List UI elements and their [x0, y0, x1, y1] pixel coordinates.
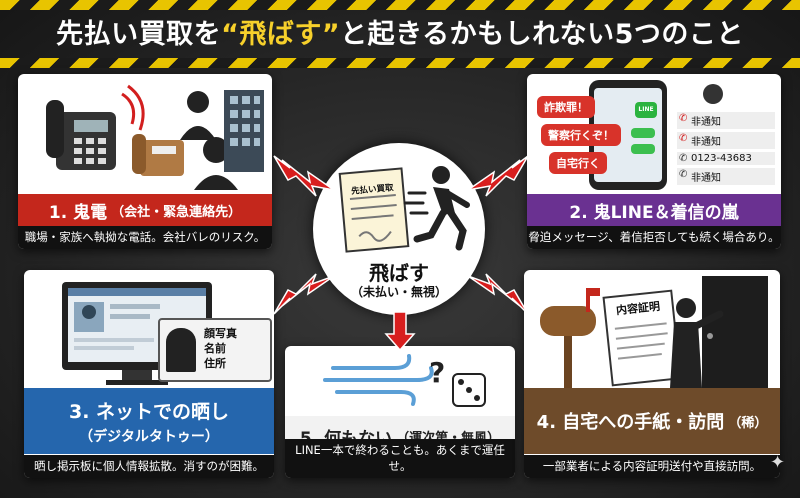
- center-sub-label: （未払い・無視）: [350, 285, 447, 299]
- card-nanimonai: ? 5. 何もない（運次第・無風） LINE一本で終わることも。あくまで運任せ。: [285, 346, 515, 478]
- card-2-illustration: LINE 詐欺罪！ 警察行くぞ！ 自宅行く ✆非通知 ✆非通知 ✆0123-43…: [527, 74, 781, 194]
- call-entry: ✆0123-43683: [677, 152, 775, 165]
- visitor-person-icon: [670, 298, 724, 388]
- profile-field: 名前: [204, 342, 226, 355]
- message-bubble-1: 詐欺罪！: [537, 96, 595, 118]
- angry-person-icon: [180, 91, 216, 140]
- card-2-description: 脅迫メッセージ、着信拒否しても続く場合あり。: [527, 226, 781, 249]
- wind-icon: [323, 354, 434, 406]
- card-4-description: 一部業者による内容証明送付や直接訪問。: [524, 455, 780, 478]
- office-building-icon: [224, 90, 264, 172]
- arrow-to-card-5-icon: [384, 312, 416, 350]
- arrow-to-card-1-icon: [273, 155, 335, 197]
- arrow-to-card-4-icon: [467, 273, 529, 315]
- person-silhouette-icon: [166, 328, 196, 372]
- card-3-illustration: 顔写真 名前 住所: [24, 270, 274, 388]
- caller-avatar-icon: [703, 84, 723, 104]
- profile-field: 住所: [204, 357, 226, 370]
- page-title: 先払い買取を“飛ばす”と起きるかもしれない5つのこと: [56, 19, 744, 50]
- door-icon: [702, 276, 768, 388]
- card-1-heading: 1. 鬼電（会社・緊急連絡先）: [18, 194, 272, 226]
- card-onidenwa: 1. 鬼電（会社・緊急連絡先） 職場・家族へ執拗な電話。会社バレのリスク。: [18, 74, 272, 249]
- card-3-heading: 3. ネットでの晒し（デジタルタトゥー）: [24, 388, 274, 454]
- call-entry: ✆非通知: [677, 112, 775, 129]
- card-3-description: 晒し掲示板に個人情報拡散。消すのが困難。: [24, 455, 274, 478]
- arrow-to-card-3-icon: [273, 273, 335, 315]
- mailbox-icon: [540, 288, 600, 388]
- card-1-description: 職場・家族へ執拗な電話。会社バレのリスク。: [18, 226, 272, 249]
- line-app-icon: LINE: [635, 102, 657, 118]
- dice-icon: [452, 373, 486, 407]
- running-person-icon: [403, 166, 470, 251]
- card-4-heading: 4. 自宅への手紙・訪問（稀）: [524, 388, 780, 454]
- call-log: ✆非通知 ✆非通知 ✆0123-43683 ✆非通知: [677, 112, 775, 188]
- call-entry: ✆非通知: [677, 168, 775, 185]
- message-bubble-3: 自宅行く: [549, 152, 607, 174]
- card-net-sarashi: 顔写真 名前 住所 3. ネットでの晒し（デジタルタトゥー） 晒し掲示板に個人情…: [24, 270, 274, 478]
- office-phone-icon: [46, 100, 116, 170]
- hazard-stripe-bottom: [0, 58, 800, 68]
- desk-phone-icon: [132, 134, 184, 176]
- card-onilines: LINE 詐欺罪！ 警察行くぞ！ 自宅行く ✆非通知 ✆非通知 ✆0123-43…: [527, 74, 781, 249]
- arrow-to-card-2-icon: [467, 155, 529, 197]
- card-5-description: LINE一本で終わることも。あくまで運任せ。: [285, 439, 515, 478]
- call-entry: ✆非通知: [677, 132, 775, 149]
- card-jitaku-houmon: 内容証明 4. 自宅への手紙・訪問（稀） 一部業者による内容証明送付や直接訪問。: [524, 270, 780, 478]
- card-1-illustration: [18, 74, 272, 194]
- card-5-illustration: ?: [285, 346, 515, 416]
- card-2-heading: 2. 鬼LINE＆着信の嵐: [527, 194, 781, 226]
- profile-card: 顔写真 名前 住所: [158, 318, 272, 382]
- hazard-stripe-top: [0, 0, 800, 10]
- angry-person-2-icon: [194, 137, 238, 190]
- sparkle-icon: ✦: [770, 452, 786, 473]
- profile-field: 顔写真: [204, 327, 237, 340]
- card-4-illustration: 内容証明: [524, 270, 780, 388]
- center-hub: 先払い買取 飛ばす （未払い・無視）: [313, 143, 485, 315]
- question-mark-icon: ?: [429, 356, 445, 389]
- contract-document-icon: [338, 167, 410, 253]
- message-bubble-2: 警察行くぞ！: [541, 124, 621, 146]
- center-main-label: 飛ばす: [369, 261, 429, 285]
